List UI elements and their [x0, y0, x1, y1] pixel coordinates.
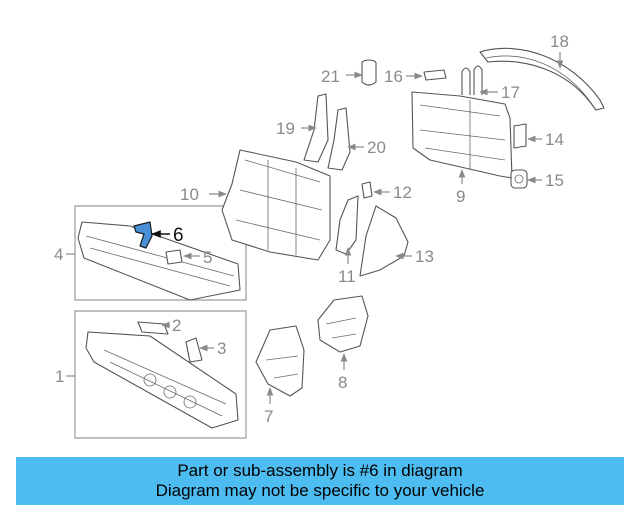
- callout-8: 8: [338, 373, 347, 392]
- callout-11: 11: [338, 267, 356, 286]
- callout-4: 4: [54, 245, 63, 264]
- callout-21: 21: [321, 67, 340, 86]
- callout-14: 14: [545, 130, 564, 149]
- part-14-clip[interactable]: [513, 123, 527, 149]
- group-box-lower: [74, 310, 247, 439]
- callout-7: 7: [264, 407, 273, 426]
- part-9-back-panel[interactable]: [411, 91, 513, 179]
- callout-16: 16: [384, 67, 403, 86]
- callout-3: 3: [217, 339, 226, 358]
- part-18-roof-bow[interactable]: [479, 47, 605, 111]
- part-20-pillar[interactable]: [327, 107, 351, 171]
- part-6-bracket-highlighted[interactable]: [133, 221, 153, 249]
- group-box-upper: [74, 205, 247, 301]
- info-banner: Part or sub-assembly is #6 in diagram Di…: [16, 457, 624, 505]
- leader-lines: [66, 52, 564, 404]
- callout-19: 19: [276, 119, 295, 138]
- part-1-back-panel[interactable]: [85, 331, 239, 429]
- callout-5: 5: [203, 248, 212, 267]
- callout-17: 17: [501, 83, 520, 102]
- callout-20: 20: [367, 138, 386, 157]
- part-21-plug[interactable]: [361, 59, 377, 86]
- callout-13: 13: [415, 247, 434, 266]
- callout-6: 6: [173, 225, 184, 246]
- part-11-side-panel[interactable]: [335, 195, 359, 255]
- part-10-seat-frame[interactable]: [221, 149, 331, 261]
- part-16-block[interactable]: [423, 69, 447, 81]
- callout-12: 12: [393, 183, 412, 202]
- part-8-quarter-inner[interactable]: [317, 295, 369, 353]
- part-15-bumper[interactable]: [510, 169, 528, 189]
- part-2-bracket[interactable]: [137, 321, 169, 335]
- parts-diagram: 1 2 3 4 5 6 7 8 9 10 11 12 13 14 15 16 1…: [54, 32, 605, 439]
- banner-line-2: Diagram may not be specific to your vehi…: [155, 481, 485, 500]
- callout-10: 10: [180, 185, 199, 204]
- part-7-quarter-lower[interactable]: [255, 325, 305, 397]
- callout-15: 15: [545, 171, 564, 190]
- callout-2: 2: [172, 316, 181, 335]
- part-5-clip[interactable]: [165, 249, 183, 265]
- banner-line-1: Part or sub-assembly is #6 in diagram: [177, 461, 463, 480]
- callout-18: 18: [550, 32, 569, 51]
- part-3-bracket[interactable]: [185, 337, 203, 363]
- part-12-bracket[interactable]: [361, 181, 373, 199]
- part-17-u-bracket[interactable]: [461, 65, 483, 95]
- callout-1: 1: [55, 367, 64, 386]
- callout-9: 9: [456, 187, 465, 206]
- part-13-wheelhouse[interactable]: [359, 205, 409, 277]
